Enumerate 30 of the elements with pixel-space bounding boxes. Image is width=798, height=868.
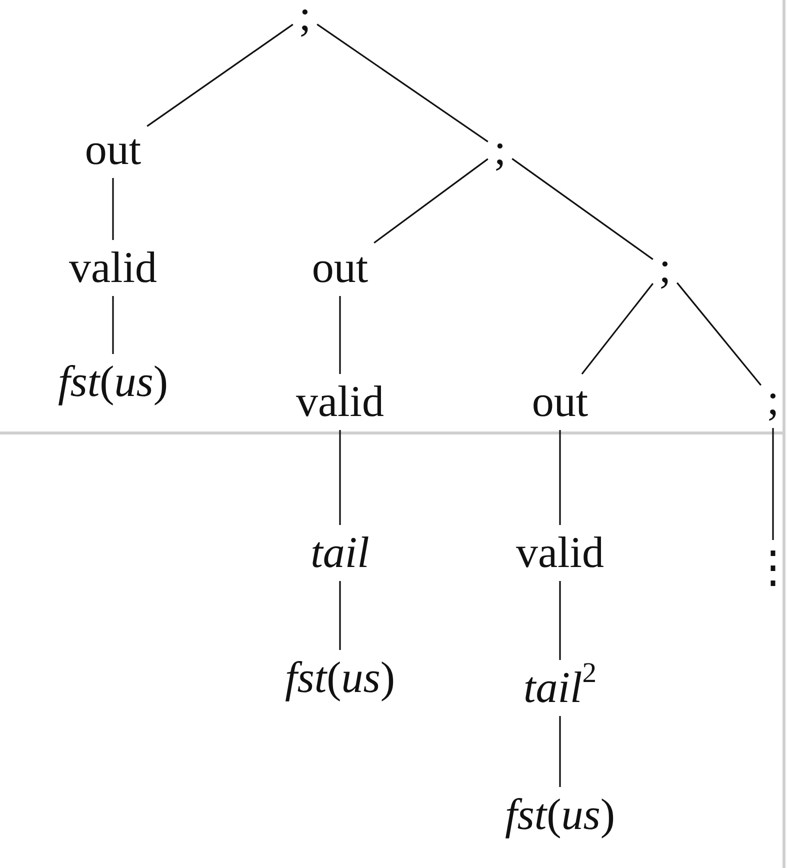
tree-edge [112,296,114,354]
tree-node-label: valid [516,531,604,575]
tree-node-label: out [312,246,368,290]
tree-node-label: ; [658,246,672,290]
tree-node-label: out [532,380,588,424]
tree-edge [374,158,488,244]
tree-edge [339,581,341,650]
tree-edge [559,581,561,660]
tree-edge [559,430,561,525]
tree-node-label: fst(us) [58,360,168,404]
tree-node-label: tail [310,531,370,575]
tree-edge [559,716,561,787]
tree-edge [339,296,341,374]
tree-edge [581,282,654,374]
tree-node-label: fst(us) [285,656,395,700]
tree-node-label: out [84,128,142,172]
tree-edge [146,24,294,127]
tree-node-label: fst(us) [505,793,615,837]
tree-edge [512,158,654,260]
tree-node-label: ; [766,378,780,422]
tree-node-label: valid [296,380,384,424]
tree-edge [316,24,488,142]
tree-edge [112,178,114,240]
tree-node-label: valid [69,246,157,290]
tree-edge [676,282,762,386]
tree-node-label: ; [494,128,506,172]
tree-edge [772,428,774,540]
tree-edge [339,430,341,525]
tree-node-label: ; [298,0,312,38]
tree-node-label: ⋮ [751,546,795,590]
